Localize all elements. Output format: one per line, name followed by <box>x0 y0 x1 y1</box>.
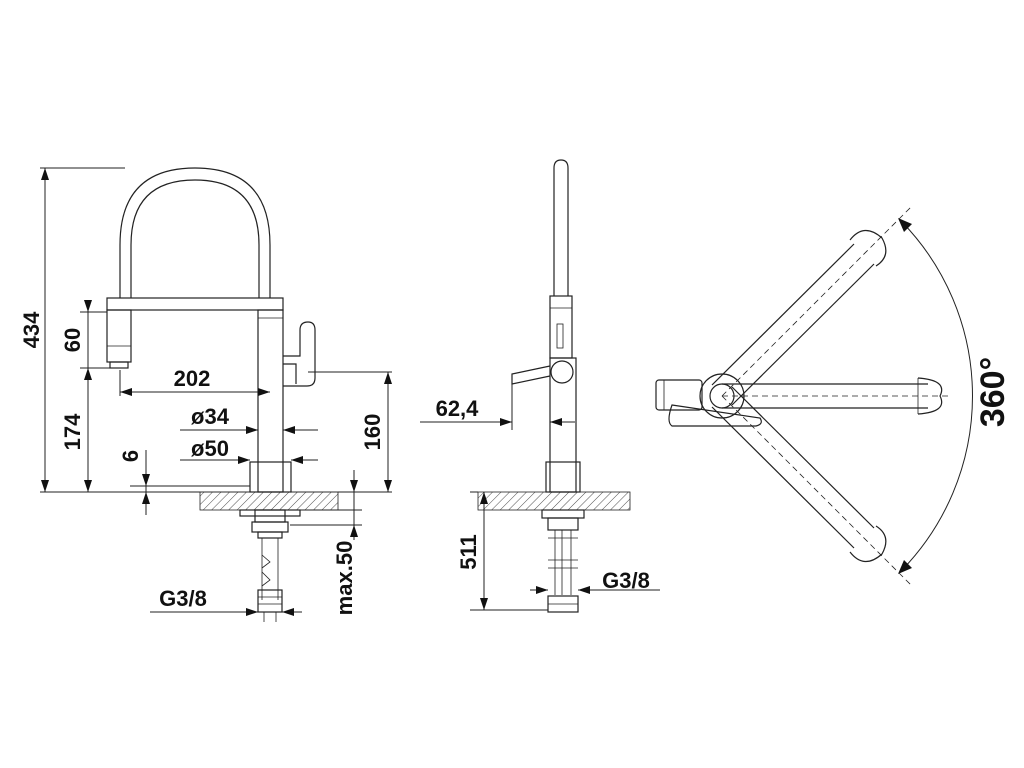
front-dim-height-total: 434 <box>19 311 44 348</box>
front-countertop <box>199 491 339 511</box>
top-view: 360° <box>655 205 1012 587</box>
side-dim-thread: G3/8 <box>602 568 650 593</box>
front-dim-height-lever: 160 <box>360 414 385 451</box>
front-dim-thread: G3/8 <box>159 586 207 611</box>
front-dim-plate: 6 <box>118 450 143 462</box>
top-dim-rotation: 360° <box>974 357 1012 427</box>
side-countertop <box>477 491 631 511</box>
front-dim-max-thickness: max.50 <box>332 541 357 616</box>
side-dim-lever-offset: 62,4 <box>436 396 480 421</box>
front-dim-reach: 202 <box>174 366 211 391</box>
front-view: 434 60 174 202 ø34 ø50 <box>19 167 392 622</box>
front-faucet-body <box>106 167 316 622</box>
front-dim-height-spout: 174 <box>60 413 85 450</box>
front-dim-height-spray: 60 <box>60 328 85 352</box>
side-dim-hose-length: 511 <box>456 534 481 570</box>
side-faucet-body <box>511 159 585 613</box>
side-view: 62,4 511 G3/8 <box>420 159 660 613</box>
front-dim-diameter-inner: ø34 <box>191 404 230 429</box>
front-dim-diameter-outer: ø50 <box>191 436 229 461</box>
